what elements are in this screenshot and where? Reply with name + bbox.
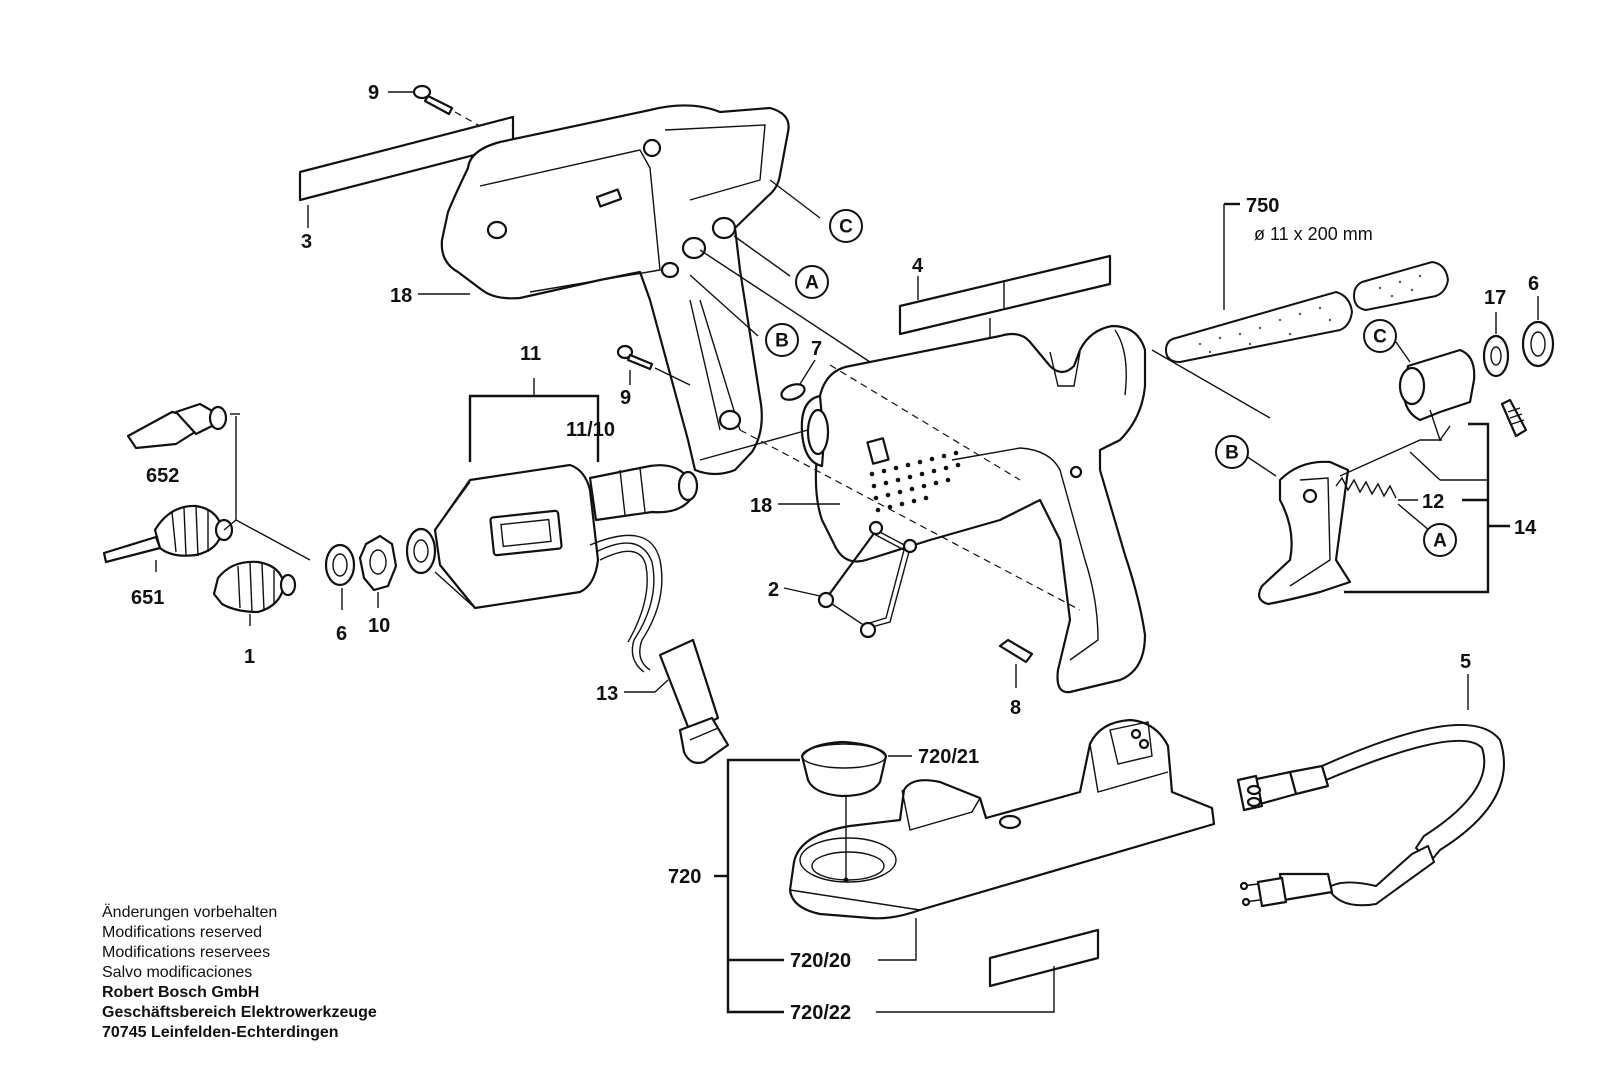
label-720: 720 [668,866,701,888]
svg-text:A: A [805,273,819,294]
label-5: 5 [1460,651,1471,673]
lead-b-mid [689,274,759,337]
wires-and-plug-13 [589,534,730,764]
svg-text:B: B [775,331,789,352]
foam-texture [1198,274,1422,354]
nut-10 [358,534,398,608]
footer-line-fr: Modifications reservees [102,944,271,961]
footer-line-en: Modifications reserved [102,924,263,941]
vent-holes [869,450,961,513]
svg-text:A: A [1433,531,1447,552]
label-652: 652 [146,465,179,487]
lead-housing-diag [699,249,871,363]
label-750: 750 [1246,195,1279,217]
svg-text:B: B [1225,443,1239,464]
label-6-left: 6 [336,623,347,645]
housing-half-18-top [418,104,790,476]
label-8: 8 [1010,697,1021,719]
assembly-line-heater [699,429,809,461]
lead-c-top [769,179,821,219]
callout-a-top: A [795,265,829,299]
lead-a-top [733,235,791,277]
label-11: 11 [520,343,541,365]
label-9-mid: 9 [620,387,631,409]
callout-b-right: B [1215,435,1249,469]
callout-c-right: C [1363,319,1397,353]
label-10: 10 [368,615,390,637]
dash-line-2 [829,364,1021,481]
label-18-mid: 18 [750,495,772,517]
label-18-top: 18 [390,285,412,307]
label-750-spec: ø 11 x 200 mm [1254,224,1373,244]
label-14: 14 [1514,517,1537,539]
ring-17 [1482,312,1510,378]
label-720-22: 720/22 [790,1002,851,1024]
trigger-b [1245,439,1442,606]
footer-notice: Änderungen vorbehalten Modifications res… [102,903,377,1043]
ring-6-right [1521,296,1555,368]
label-strip-720-22 [988,928,1100,988]
lead-720-20 [878,918,917,961]
base-stand-720 [788,718,1216,920]
lead-720-22 [876,966,1055,1013]
callout-b-mid: B [765,323,799,357]
nozzle-1 [212,560,297,626]
bracket-720 [726,758,784,1014]
feed-sleeve-c [1395,341,1476,442]
svg-text:C: C [839,217,853,238]
footer-company: Robert Bosch GmbH [102,984,260,1001]
spring-clip [1500,398,1528,438]
label-6-right: 6 [1528,273,1539,295]
footer-line-es: Salvo modificaciones [102,964,253,981]
part-8 [998,638,1034,688]
label-17: 17 [1484,287,1506,309]
label-11-10: 11/10 [566,419,615,441]
label-13: 13 [596,683,618,705]
label-720-20: 720/20 [790,950,851,972]
label-2: 2 [768,579,779,601]
label-9-top: 9 [368,82,379,104]
label-651: 651 [131,587,164,609]
footer-address: 70745 Leinfelden-Echterdingen [102,1024,339,1041]
bracket-14 [1344,422,1490,594]
screw-9-mid [616,344,691,386]
nozzle-651 [102,504,234,572]
dash-line-1 [739,429,1081,611]
footer-line-de: Änderungen vorbehalten [102,904,278,921]
label-1: 1 [244,646,255,668]
label-4: 4 [912,255,924,277]
callout-a-right: A [1423,523,1457,557]
bracket-14-inner [1409,451,1488,481]
label-3: 3 [301,231,312,253]
footer-division: Geschäftsbereich Elektrowerkzeuge [102,1004,377,1021]
nozzle-leader [235,416,311,561]
nozzle-leader-2 [223,519,237,531]
ring-6-left [324,543,356,610]
heater-11 [405,378,699,610]
power-cord-5 [1236,674,1505,908]
stand-2 [783,520,918,639]
nozzle-652 [126,402,240,450]
callout-c-top: C [829,209,863,243]
label-7: 7 [811,338,822,360]
housing-half-18-main [778,324,1147,694]
spring-12 [1335,476,1437,537]
pin-7 [780,359,816,401]
glue-sticks-750 [1151,202,1450,419]
svg-text:C: C [1373,327,1387,348]
label-12: 12 [1422,491,1444,513]
label-720-21: 720/21 [918,746,979,768]
